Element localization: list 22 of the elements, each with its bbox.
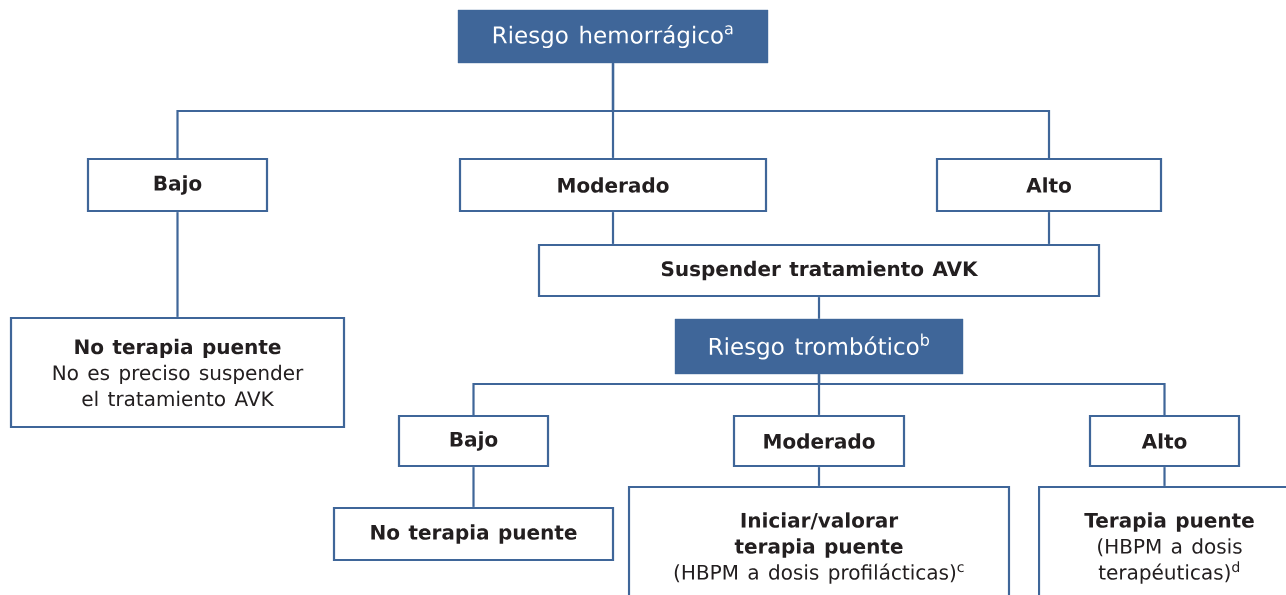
header-box: Riesgo trombótico$^{b}$ bbox=[674, 318, 964, 375]
connector-line bbox=[1163, 467, 1166, 486]
connector-line bbox=[611, 63, 1051, 158]
process-box: Bajo bbox=[86, 157, 269, 213]
connector-line bbox=[817, 467, 821, 486]
process-box: Terapia puente (HBPM a dosis terapéuticas)$^{d}$ bbox=[1037, 485, 1286, 595]
connector-line bbox=[817, 374, 1166, 415]
process-box: Moderado bbox=[732, 414, 906, 468]
connector-line bbox=[176, 212, 179, 317]
process-box: Iniciar/valorar terapia puente (HBPM a dosis profilácticas)$^{c}$ bbox=[627, 485, 1011, 595]
connector-line bbox=[817, 297, 821, 319]
header-box: Riesgo hemorrágico$^{a}$ bbox=[457, 9, 769, 64]
process-box: No terapia puente bbox=[332, 506, 615, 562]
connector-line bbox=[611, 212, 615, 244]
process-box: No terapia puente No es preciso suspender el tratamiento AVK bbox=[9, 316, 346, 429]
process-box: Alto bbox=[935, 157, 1163, 213]
connector-line bbox=[472, 467, 475, 507]
process-box: Suspender tratamiento AVK bbox=[537, 243, 1101, 298]
process-box: Bajo bbox=[397, 414, 550, 468]
process-box: Moderado bbox=[458, 157, 768, 213]
connector-line bbox=[1047, 212, 1051, 244]
process-box: Alto bbox=[1088, 414, 1241, 468]
